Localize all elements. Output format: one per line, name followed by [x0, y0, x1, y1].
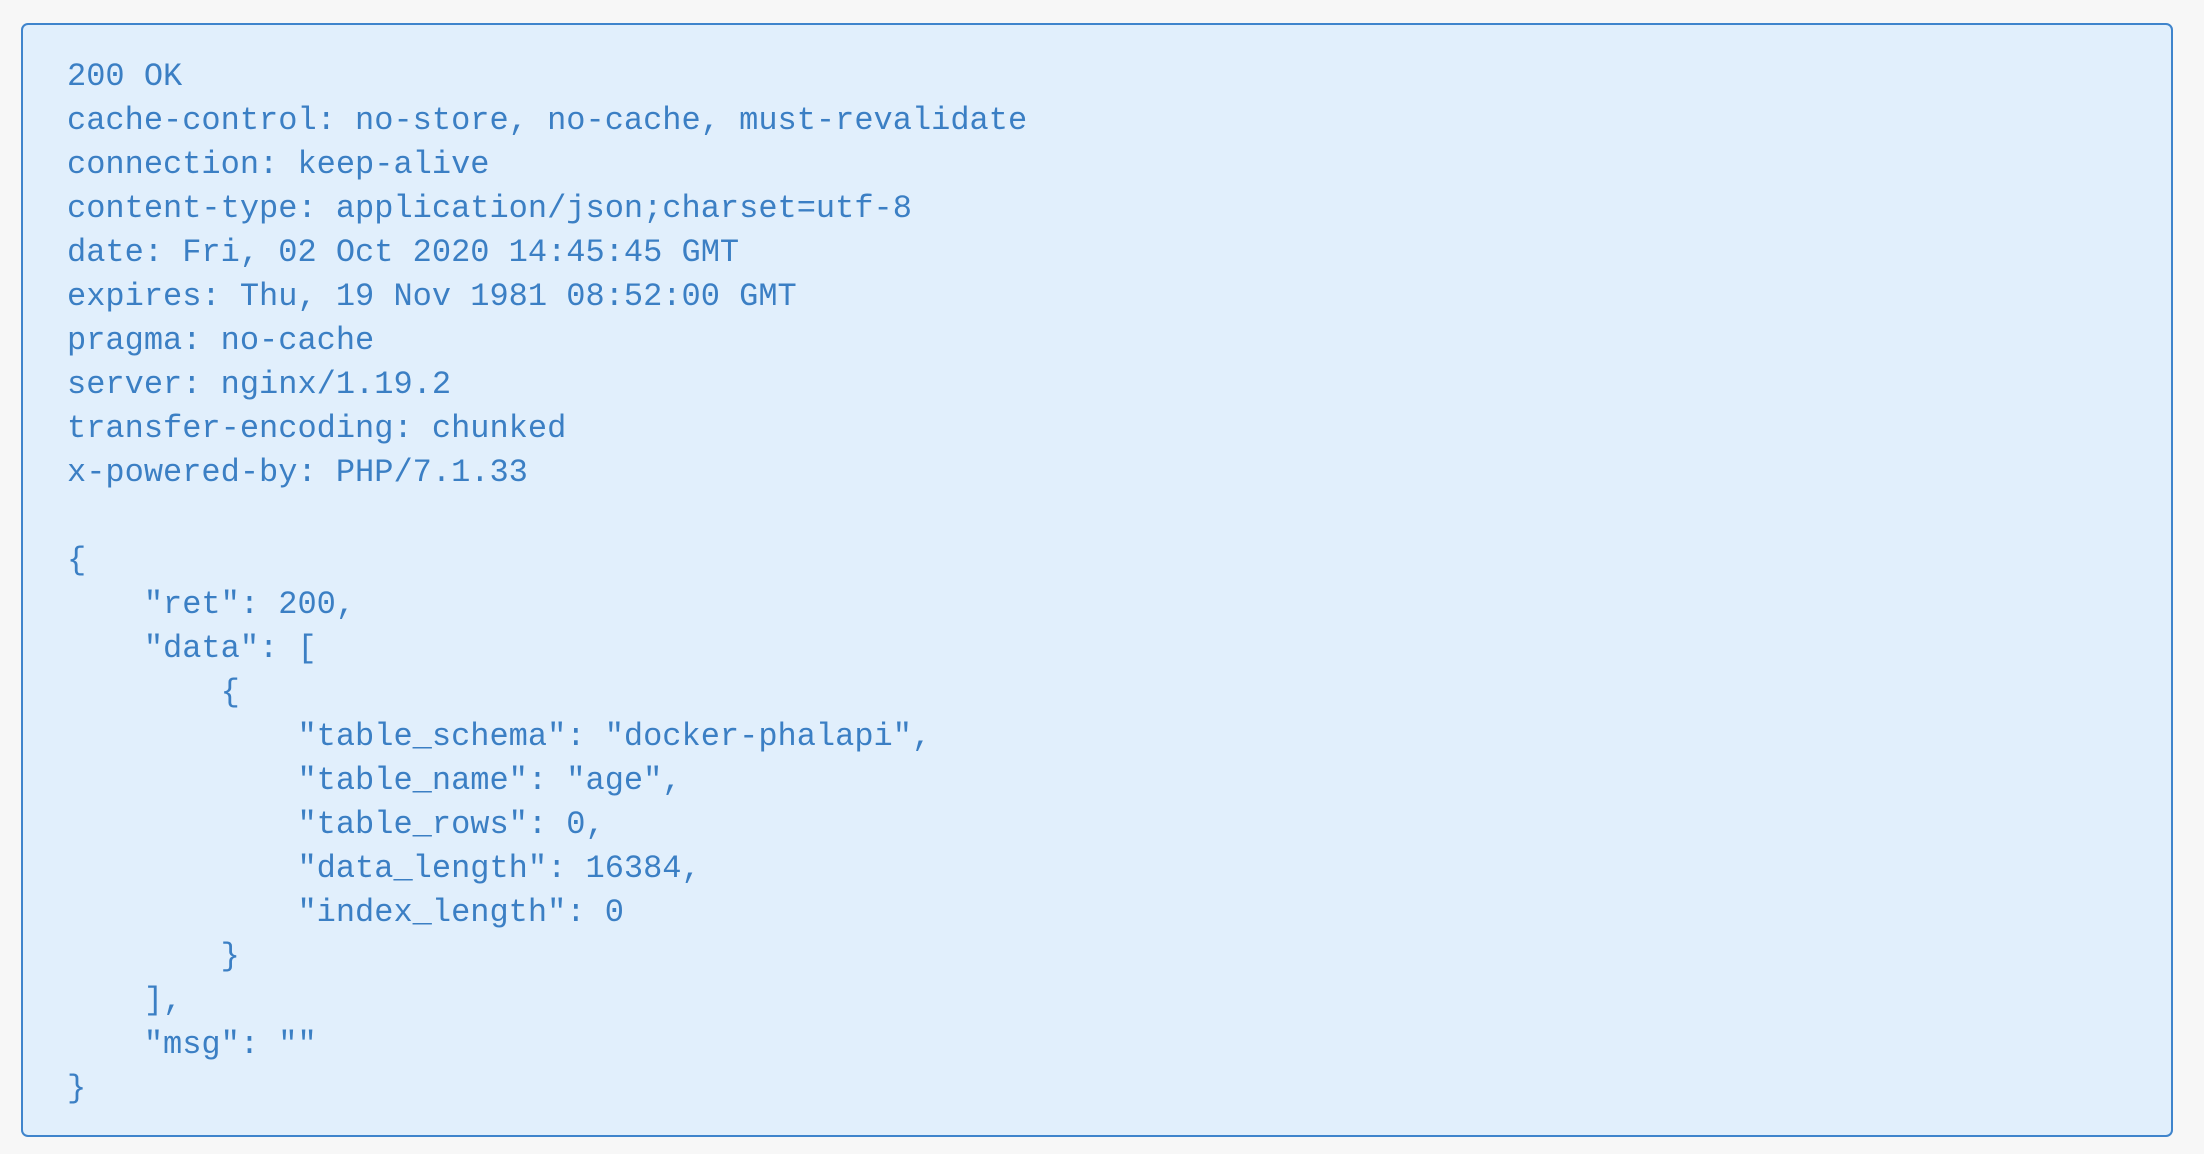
blank-line [67, 495, 1027, 539]
body-line: "table_schema": "docker-phalapi", [67, 718, 932, 755]
body-line: } [67, 938, 240, 975]
header-line: x-powered-by: PHP/7.1.33 [67, 454, 528, 491]
response-text: 200 OK cache-control: no-store, no-cache,… [67, 55, 1027, 1111]
header-line: connection: keep-alive [67, 146, 490, 183]
body-line: "data": [ [67, 630, 317, 667]
body-line: "index_length": 0 [67, 894, 624, 931]
body-line: } [67, 1070, 87, 1107]
header-line: transfer-encoding: chunked [67, 410, 567, 447]
header-line: cache-control: no-store, no-cache, must-… [67, 102, 1028, 139]
body-line: "table_rows": 0, [67, 806, 605, 843]
header-line: expires: Thu, 19 Nov 1981 08:52:00 GMT [67, 278, 797, 315]
body-line: "table_name": "age", [67, 762, 682, 799]
status-line: 200 OK [67, 58, 183, 95]
body-line: "data_length": 16384, [67, 850, 701, 887]
header-line: content-type: application/json;charset=u… [67, 190, 912, 227]
body-line: "ret": 200, [67, 586, 356, 623]
header-line: server: nginx/1.19.2 [67, 366, 452, 403]
body-line: { [67, 542, 87, 579]
header-line: pragma: no-cache [67, 322, 375, 359]
body-line: ], [67, 982, 183, 1019]
http-response-panel: 200 OK cache-control: no-store, no-cache,… [21, 23, 2173, 1137]
body-line: { [67, 674, 240, 711]
header-line: date: Fri, 02 Oct 2020 14:45:45 GMT [67, 234, 740, 271]
body-line: "msg": "" [67, 1026, 317, 1063]
